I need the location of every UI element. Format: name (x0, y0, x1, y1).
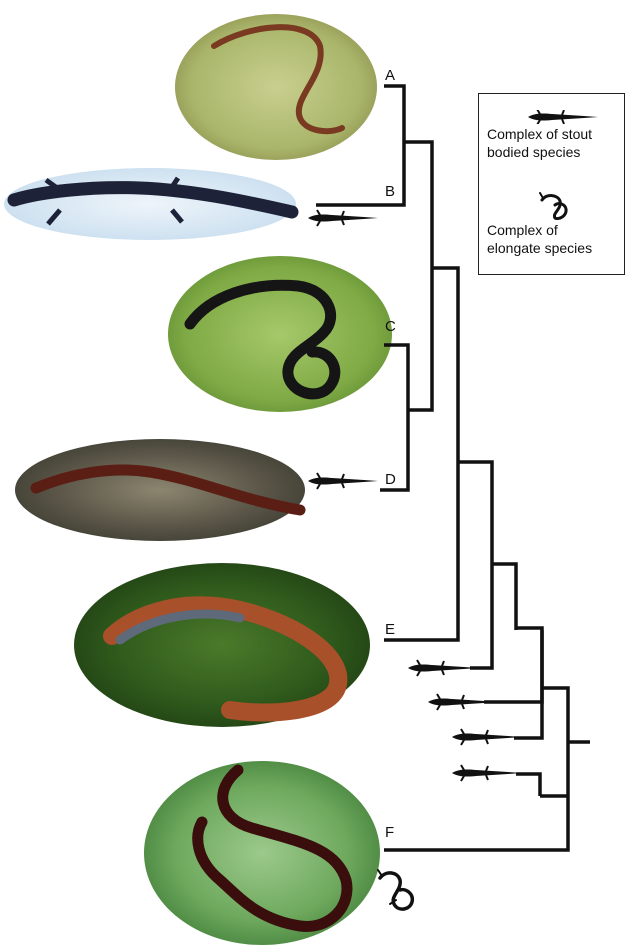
elongate-salamander-icon (539, 190, 573, 220)
stout-salamander-icon (408, 660, 478, 676)
photo-c (168, 256, 392, 412)
branch-stout-1 (470, 566, 492, 668)
node-cd (408, 270, 432, 410)
legend-stout-line-1: Complex of stout (487, 126, 627, 143)
photo-a (175, 14, 377, 160)
stout-salamander-icon (452, 729, 522, 745)
node-abcde (458, 462, 492, 566)
node-3 (542, 688, 568, 742)
tip-label-f: F (385, 824, 394, 841)
photo-f (144, 761, 380, 945)
tip-label-c: C (385, 318, 396, 335)
branch-a (384, 86, 404, 148)
stout-salamander-icon (527, 110, 599, 124)
stout-salamander-icon (452, 765, 522, 781)
photo-b (4, 168, 296, 240)
photo-d (15, 439, 305, 541)
stout-salamander-icon (308, 210, 378, 226)
tip-label-d: D (385, 471, 396, 488)
tip-label-a: A (385, 67, 395, 84)
node-1 (492, 564, 516, 630)
legend: Complex of stout bodied species Complex … (478, 93, 625, 275)
legend-stout-line-2: bodied species (487, 144, 627, 161)
photo-e (74, 563, 370, 727)
tip-label-e: E (385, 621, 395, 638)
node-2 (516, 628, 542, 690)
stout-salamander-icon (428, 694, 498, 710)
stout-salamander-icon (308, 473, 378, 489)
node-ab (404, 142, 432, 270)
node-abcd (432, 268, 458, 460)
tip-label-b: B (385, 183, 395, 200)
legend-elongate-line-2: elongate species (487, 240, 627, 257)
legend-elongate-line-1: Complex of (487, 222, 627, 239)
branch-stout-4 (516, 774, 540, 796)
elongate-salamander-icon (378, 870, 412, 909)
branch-stout-3 (514, 690, 542, 738)
